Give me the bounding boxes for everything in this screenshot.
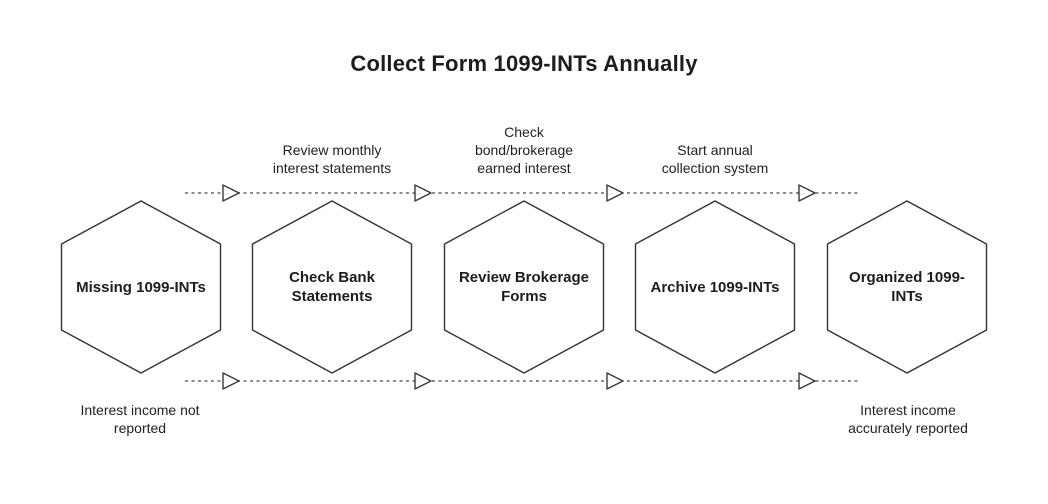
arrowhead-icon	[798, 372, 816, 390]
stage-label-missing-1099-ints: Missing 1099-INTs	[76, 278, 206, 296]
arrowhead-icon	[606, 372, 624, 390]
arrowhead-icon	[222, 184, 240, 202]
hexagon-shape-5	[826, 200, 988, 374]
arrowhead-icon	[606, 184, 624, 202]
stage-label-archive-1099-ints: Archive 1099-INTs	[650, 278, 780, 296]
arrowhead-icon	[414, 372, 432, 390]
hexagon-shape-1	[60, 200, 222, 374]
arrowhead-icon	[222, 372, 240, 390]
transition-label-1: Review monthly interest statements	[272, 142, 392, 176]
stage-label-organized-1099-ints: Organized 1099- INTs	[849, 269, 965, 305]
stage-label-check-bank-statements: Check Bank Statements	[289, 269, 375, 305]
arrowhead-icon	[798, 184, 816, 202]
stage-label-review-brokerage-forms: Review Brokerage Forms	[458, 269, 590, 305]
hexagon-shape-2	[251, 200, 413, 374]
arrowhead-icon	[414, 184, 432, 202]
transition-label-2: Check bond/brokerage earned interest	[474, 124, 574, 176]
outcome-label-end: Interest income accurately reported	[848, 402, 968, 436]
transition-label-3: Start annual collection system	[661, 142, 769, 176]
hexagon-shape-3	[443, 200, 605, 374]
hexagon-shape-4	[634, 200, 796, 374]
outcome-label-start: Interest income not reported	[80, 402, 200, 436]
diagram-title: Collect Form 1099-INTs Annually	[350, 51, 698, 76]
